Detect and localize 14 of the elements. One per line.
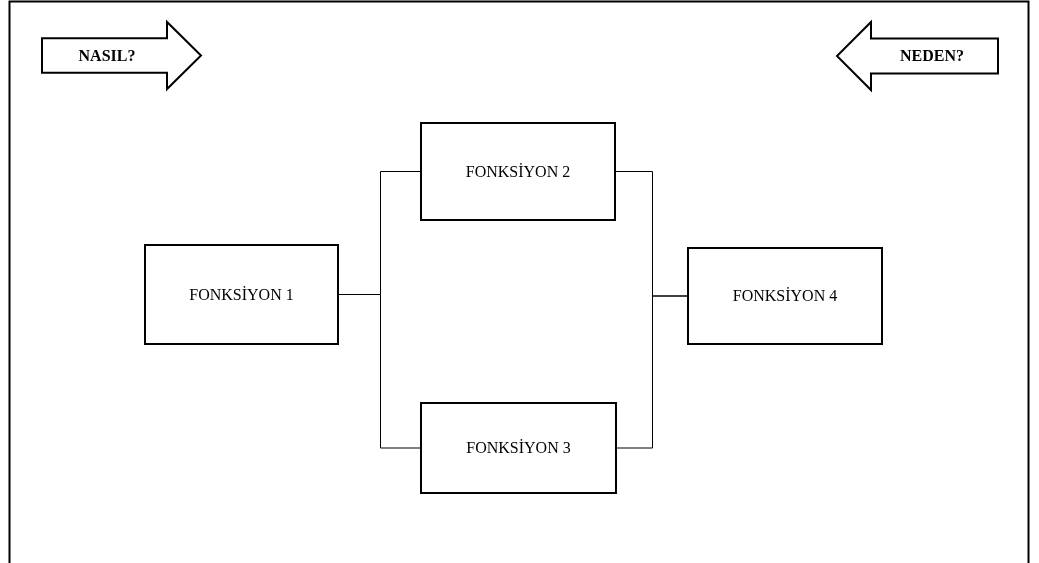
block-arrow (836, 21, 1000, 91)
node-label: NASIL? (78, 46, 136, 65)
process-box (687, 247, 883, 345)
node-label: FONKSİYON 1 (189, 285, 294, 304)
node-label: FONKSİYON 4 (732, 287, 838, 305)
connector-line (616, 295, 688, 449)
node-label: NEDEN? (900, 47, 964, 65)
block-arrow (40, 21, 202, 90)
process-box (144, 244, 339, 345)
node-label: FONKSİYON 2 (465, 162, 571, 181)
process-box (420, 402, 617, 494)
connector-line (338, 294, 421, 449)
node-label: FONKSİYON 3 (466, 439, 571, 457)
process-box (420, 122, 616, 221)
